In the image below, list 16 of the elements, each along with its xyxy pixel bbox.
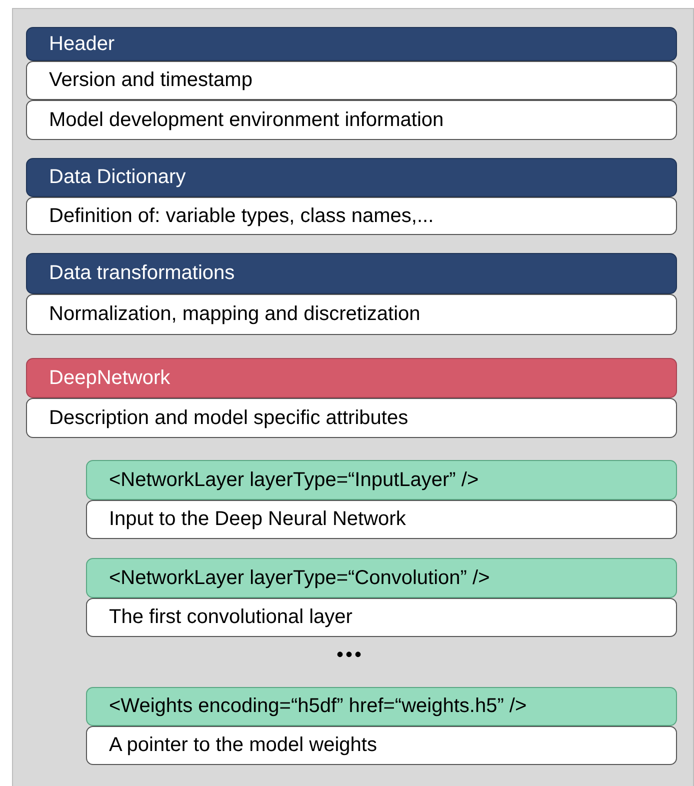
description-row: Model development environment information: [26, 100, 677, 140]
description-row: The first convolutional layer: [86, 598, 677, 637]
section-header: Data transformations: [26, 253, 677, 294]
section-header: DeepNetwork: [26, 358, 677, 398]
description-row: Definition of: variable types, class names,...: [26, 197, 677, 235]
section-header: Header: [26, 27, 677, 61]
element-tag: <Weights encoding=“h5df” href=“weights.h5” />: [86, 687, 677, 726]
ellipsis: •••: [335, 644, 364, 667]
element-tag: <NetworkLayer layerType=“InputLayer” />: [86, 460, 677, 500]
description-row: Normalization, mapping and discretization: [26, 294, 677, 335]
description-row: A pointer to the model weights: [86, 726, 677, 765]
description-row: Input to the Deep Neural Network: [86, 500, 677, 539]
description-row: Version and timestamp: [26, 61, 677, 100]
section-header: Data Dictionary: [26, 158, 677, 197]
element-tag: <NetworkLayer layerType=“Convolution” />: [86, 558, 677, 598]
description-row: Description and model specific attributes: [26, 398, 677, 438]
